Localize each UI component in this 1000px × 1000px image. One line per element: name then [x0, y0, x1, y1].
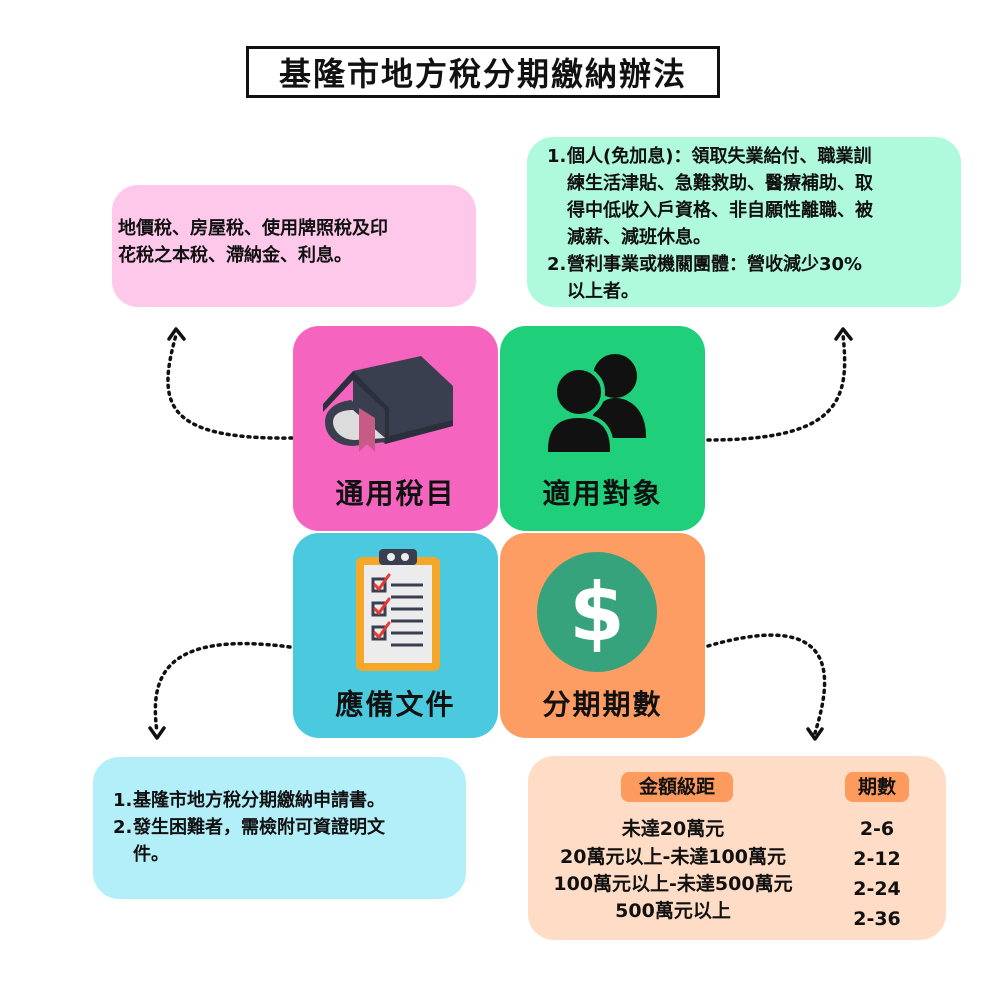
list-item: 2. 營利事業或機關團體：營收減少30% 以上者。: [547, 251, 953, 305]
installments-box: 金額級距 期數 未達20萬元 20萬元以上-未達100萬元 100萬元以上-未達…: [528, 756, 946, 940]
svg-text:$: $: [569, 566, 625, 659]
tile-label: 應備文件: [335, 688, 456, 721]
periods-header: 期數: [857, 775, 896, 798]
amount-header: 金額級距: [638, 775, 715, 798]
tax-items-line: 花稅之本稅、滯納金、利息。: [118, 245, 352, 266]
amount-cell: 100萬元以上-未達500萬元: [553, 873, 793, 895]
documents-line: 發生困難者，需檢附可資證明文: [133, 817, 385, 838]
amount-cell: 未達20萬元: [621, 818, 725, 840]
periods-cell: 2-12: [853, 848, 901, 870]
tile-documents: 應備文件: [293, 533, 498, 738]
eligibility-line: 減薪、減班休息。: [567, 227, 711, 248]
tile-tax-items: 通用稅目: [293, 326, 498, 531]
amount-header-badge: 金額級距: [621, 772, 733, 802]
eligibility-line: 得中低收入戶資格、非自願性離職、被: [567, 200, 873, 221]
arrow-documents: [153, 641, 292, 734]
list-number: 2.: [113, 817, 133, 838]
eligibility-line: 個人(免加息)：領取失業給付、職業訓: [567, 146, 872, 167]
tile-installments: $ 分期期數: [500, 533, 705, 738]
arrow-tax-items: [166, 333, 294, 440]
amount-cell: 20萬元以上-未達100萬元: [560, 846, 786, 868]
tile-label: 通用稅目: [335, 477, 456, 510]
list-number: 1.: [113, 790, 133, 811]
arrowhead-tax-items: [167, 327, 186, 341]
tax-items-box: 地價稅、房屋稅、使用牌照稅及印 花稅之本稅、滯納金、利息。: [112, 185, 476, 307]
documents-line: 基隆市地方稅分期繳納申請書。: [133, 790, 385, 811]
list-number: 2.: [547, 254, 567, 275]
documents-box: 1. 基隆市地方稅分期繳納申請書。 2. 發生困難者，需檢附可資證明文 件。: [93, 757, 466, 899]
book-icon: [323, 356, 453, 452]
tax-items-line: 地價稅、房屋稅、使用牌照稅及印: [118, 218, 388, 239]
amount-cell: 500萬元以上: [615, 900, 731, 922]
periods-cell: 2-24: [853, 878, 901, 900]
eligibility-line: 練生活津貼、急難救助、醫療補助、取: [567, 173, 873, 194]
arrow-eligibility: [706, 333, 847, 442]
users-icon: [544, 354, 646, 456]
list-number: 1.: [547, 146, 567, 167]
arrowhead-installments: [806, 727, 824, 741]
page-title-text: 基隆市地方稅分期繳納辦法: [278, 55, 687, 93]
arrow-installments: [706, 633, 827, 735]
eligibility-box: 1. 個人(免加息)：領取失業給付、職業訓 練生活津貼、急難救助、醫療補助、取 …: [527, 137, 961, 307]
list-item: 1. 基隆市地方稅分期繳納申請書。: [113, 787, 458, 814]
arrowhead-eligibility: [834, 327, 853, 341]
dollar-coin-icon: $: [537, 552, 657, 672]
periods-header-badge: 期數: [845, 772, 909, 802]
list-item: 1. 個人(免加息)：領取失業給付、職業訓 練生活津貼、急難救助、醫療補助、取 …: [547, 143, 953, 251]
tile-label: 分期期數: [542, 688, 663, 721]
tile-label: 適用對象: [542, 477, 663, 510]
eligibility-line: 以上者。: [567, 281, 639, 302]
documents-line: 件。: [133, 844, 169, 865]
periods-cell: 2-6: [859, 818, 895, 840]
tile-eligibility: 適用對象: [500, 326, 705, 531]
list-item: 2. 發生困難者，需檢附可資證明文 件。: [113, 814, 458, 868]
page-title: 基隆市地方稅分期繳納辦法: [246, 46, 720, 98]
clipboard-checklist-icon: [356, 549, 440, 671]
eligibility-line: 營利事業或機關團體：營收減少30%: [567, 254, 863, 275]
periods-cell: 2-36: [853, 908, 901, 930]
arrowhead-documents: [148, 726, 166, 740]
